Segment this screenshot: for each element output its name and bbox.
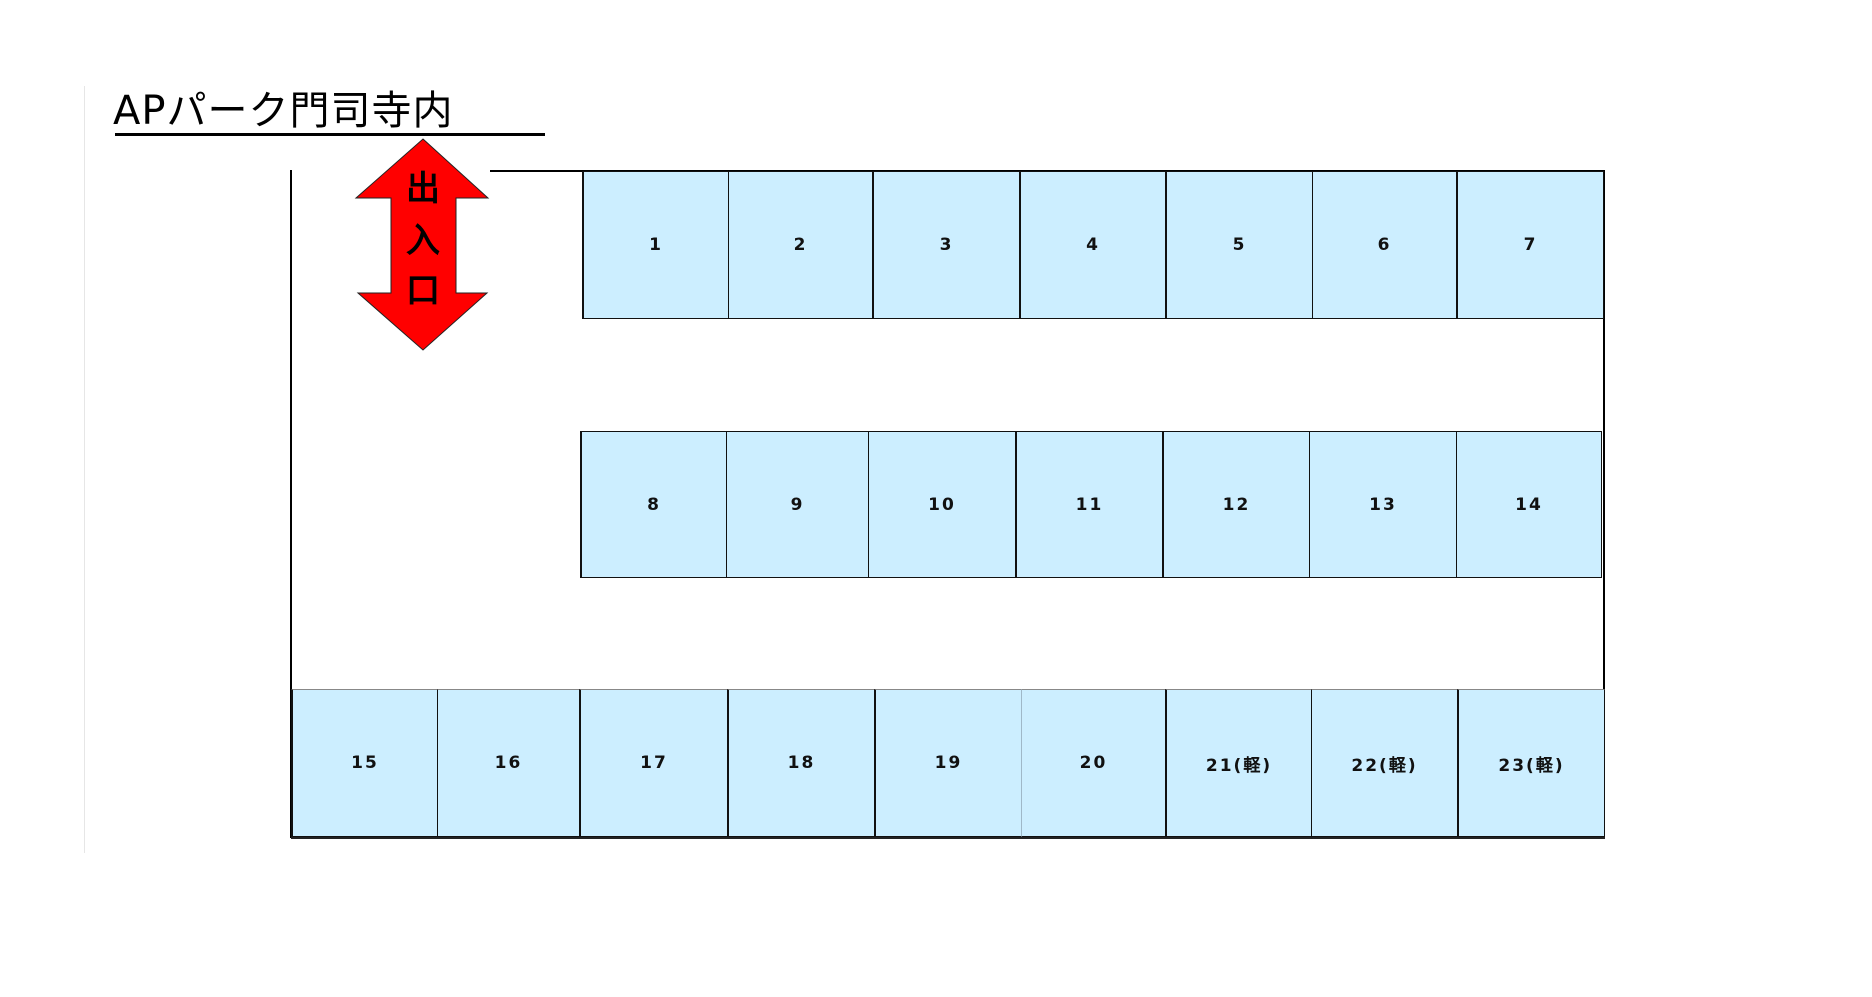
parking-space-2[interactable]: 2 xyxy=(728,171,873,319)
parking-space-7[interactable]: 7 xyxy=(1456,171,1604,319)
parking-space-17[interactable]: 17 xyxy=(579,689,728,837)
parking-space-13[interactable]: 13 xyxy=(1309,431,1457,578)
parking-space-10[interactable]: 10 xyxy=(868,431,1016,578)
title-underline xyxy=(115,133,545,136)
parking-space-5[interactable]: 5 xyxy=(1165,171,1313,319)
entrance-label-char-1: 出 xyxy=(406,169,440,209)
parking-space-4[interactable]: 4 xyxy=(1019,171,1166,319)
parking-space-1[interactable]: 1 xyxy=(582,171,729,319)
space-label: 3 xyxy=(939,235,954,255)
parking-space-11[interactable]: 11 xyxy=(1015,431,1163,578)
parking-space-16[interactable]: 16 xyxy=(437,689,580,837)
parking-space-8[interactable]: 8 xyxy=(580,431,727,578)
parking-space-23-kei[interactable]: 23(軽) xyxy=(1457,689,1605,837)
space-label: 15 xyxy=(351,753,379,773)
space-label: 13 xyxy=(1369,494,1397,515)
entrance-label-char-2: 入 xyxy=(406,221,440,261)
parking-space-18[interactable]: 18 xyxy=(727,689,875,837)
parking-row-middle: 8 9 10 11 12 13 14 xyxy=(580,431,1602,578)
parking-row-top: 1 2 3 4 5 6 7 xyxy=(582,171,1604,319)
right-wall xyxy=(1603,170,1605,838)
space-label: 17 xyxy=(640,753,668,773)
page-margin-line xyxy=(84,86,85,853)
parking-space-22-kei[interactable]: 22(軽) xyxy=(1311,689,1458,837)
space-label: 18 xyxy=(787,753,816,773)
space-label: 12 xyxy=(1222,494,1251,515)
parking-space-12[interactable]: 12 xyxy=(1162,431,1310,578)
space-label: 9 xyxy=(790,494,805,515)
space-label: 11 xyxy=(1075,494,1104,515)
space-label: 7 xyxy=(1523,235,1538,255)
parking-row-bottom: 15 16 17 18 19 20 21(軽) 22(軽) 23(軽) xyxy=(291,689,1605,837)
bottom-wall xyxy=(291,836,1605,839)
parking-space-15[interactable]: 15 xyxy=(291,689,438,837)
space-label: 1 xyxy=(649,235,663,255)
parking-space-14[interactable]: 14 xyxy=(1456,431,1602,578)
space-label: 22(軽) xyxy=(1351,755,1418,776)
parking-space-6[interactable]: 6 xyxy=(1312,171,1457,319)
parking-space-21-kei[interactable]: 21(軽) xyxy=(1165,689,1312,837)
parking-space-9[interactable]: 9 xyxy=(726,431,869,578)
left-wall xyxy=(290,170,292,838)
space-label: 23(軽) xyxy=(1498,755,1565,776)
space-label: 6 xyxy=(1377,235,1392,255)
space-label: 14 xyxy=(1515,494,1543,515)
space-label: 10 xyxy=(928,494,956,515)
parking-space-20[interactable]: 20 xyxy=(1021,689,1166,837)
page-title: APパーク門司寺内 xyxy=(113,88,454,134)
space-label: 21(軽) xyxy=(1205,755,1273,776)
space-label: 5 xyxy=(1232,235,1247,255)
space-label: 8 xyxy=(647,494,661,515)
space-label: 20 xyxy=(1079,753,1108,773)
space-label: 19 xyxy=(934,753,963,773)
entrance-label-char-3: 口 xyxy=(406,271,440,311)
space-label: 2 xyxy=(793,235,808,255)
entrance-double-arrow-icon xyxy=(354,138,490,351)
parking-space-19[interactable]: 19 xyxy=(874,689,1022,837)
parking-space-3[interactable]: 3 xyxy=(872,171,1020,319)
space-label: 16 xyxy=(494,753,523,773)
space-label: 4 xyxy=(1086,235,1100,255)
